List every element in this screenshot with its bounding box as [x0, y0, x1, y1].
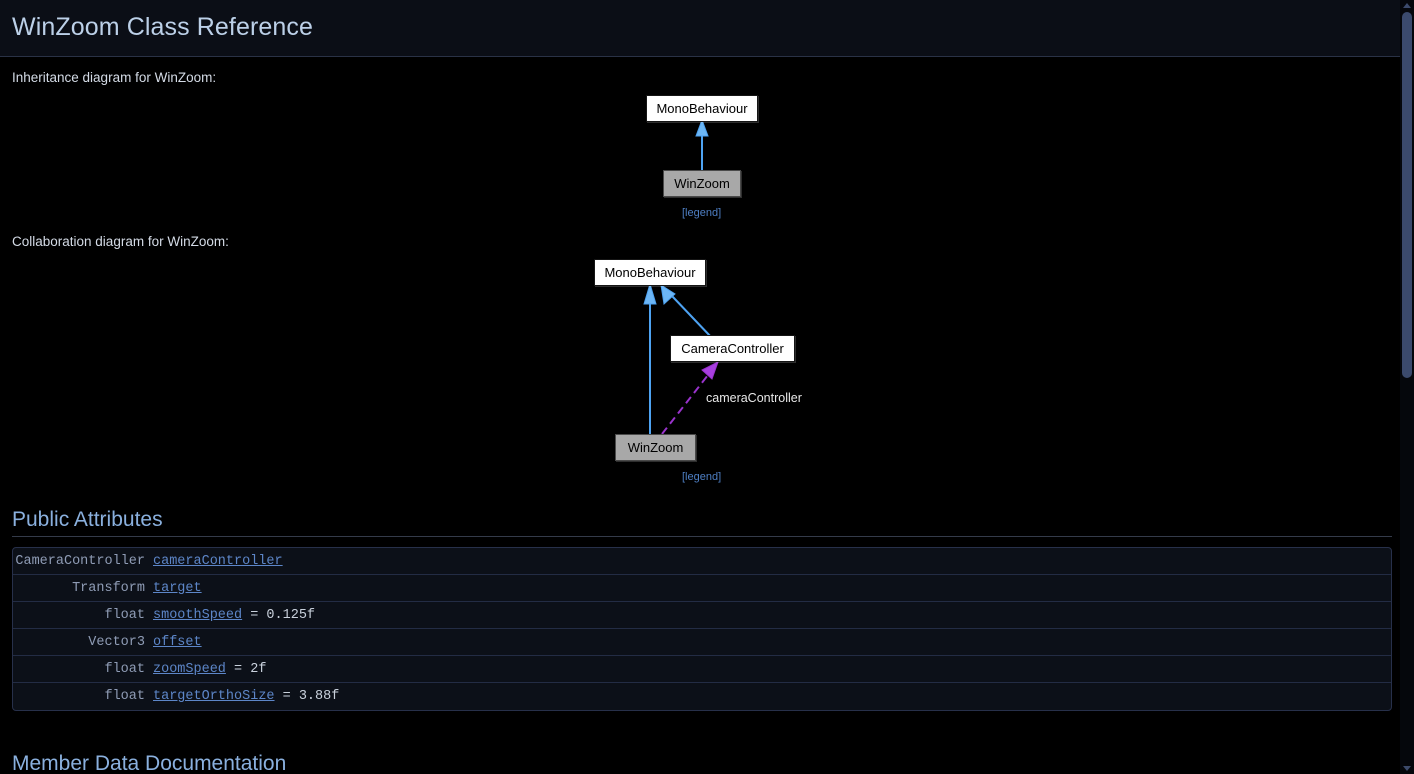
- node-label: MonoBehaviour: [656, 101, 748, 116]
- attribute-name[interactable]: zoomSpeed: [153, 661, 226, 677]
- table-row[interactable]: float zoomSpeed = 2f: [13, 656, 1391, 683]
- attribute-type: float: [104, 661, 145, 677]
- page-title: WinZoom Class Reference: [12, 13, 314, 41]
- attribute-name[interactable]: smoothSpeed: [153, 607, 243, 623]
- node-label: CameraController: [681, 341, 784, 356]
- table-row[interactable]: float targetOrthoSize = 3.88f: [13, 683, 1391, 710]
- attribute-name[interactable]: target: [153, 580, 202, 596]
- vertical-scrollbar[interactable]: [1400, 0, 1414, 774]
- attribute-type: Vector3: [88, 634, 145, 650]
- collab-edge-cameracontroller-monobehaviour: [660, 283, 713, 339]
- member-data-documentation-heading: Member Data Documentation: [12, 752, 287, 774]
- attribute-type: CameraController: [15, 553, 145, 569]
- scroll-up-arrow-icon[interactable]: [1400, 0, 1414, 11]
- inheritance-node-monobehaviour[interactable]: MonoBehaviour: [646, 95, 758, 122]
- node-label: WinZoom: [627, 440, 684, 455]
- scroll-down-arrow-icon[interactable]: [1400, 763, 1414, 774]
- attribute-type: float: [104, 607, 145, 623]
- attribute-name[interactable]: targetOrthoSize: [153, 689, 275, 704]
- attribute-name[interactable]: offset: [153, 634, 202, 650]
- collaboration-intro-text: Collaboration diagram for WinZoom:: [12, 234, 229, 249]
- attribute-name[interactable]: cameraController: [153, 553, 283, 569]
- collab-edge-winzoom-cameracontroller-usage: [661, 360, 719, 435]
- collaboration-diagram-edges: [643, 282, 719, 435]
- inheritance-legend-link[interactable]: [legend]: [682, 207, 722, 219]
- attribute-type: Transform: [72, 580, 145, 596]
- collab-edge-label-cameracontroller: cameraController: [706, 391, 802, 405]
- table-row[interactable]: Vector3 offset: [13, 629, 1391, 656]
- collaboration-legend-link[interactable]: [legend]: [682, 471, 722, 483]
- table-row[interactable]: float smoothSpeed = 0.125f: [13, 602, 1391, 629]
- collab-node-monobehaviour[interactable]: MonoBehaviour: [594, 259, 706, 286]
- node-label: WinZoom: [674, 176, 730, 191]
- inheritance-edge-winzoom-monobehaviour: [695, 118, 709, 170]
- node-label: MonoBehaviour: [604, 265, 696, 280]
- attribute-value: = 3.88f: [274, 689, 340, 704]
- page-header: WinZoom Class Reference: [0, 0, 1400, 57]
- table-row[interactable]: Transform target: [13, 575, 1391, 602]
- inheritance-intro-text: Inheritance diagram for WinZoom:: [12, 70, 217, 85]
- table-row[interactable]: CameraController cameraController: [13, 548, 1391, 575]
- inheritance-node-winzoom[interactable]: WinZoom: [663, 170, 741, 197]
- attribute-type: float: [104, 689, 145, 704]
- scrollbar-thumb[interactable]: [1402, 12, 1412, 378]
- collab-node-winzoom[interactable]: WinZoom: [615, 434, 696, 461]
- public-attributes-heading: Public Attributes: [12, 508, 1392, 537]
- attribute-value: = 0.125f: [242, 607, 316, 623]
- collab-node-cameracontroller[interactable]: CameraController: [670, 335, 795, 362]
- inheritance-diagram-edges: [695, 118, 709, 170]
- attribute-value: = 2f: [225, 661, 267, 677]
- public-attributes-table: CameraController cameraController Transf…: [12, 547, 1392, 711]
- collab-edge-winzoom-monobehaviour: [643, 282, 657, 434]
- inheritance-diagram: MonoBehaviour WinZoom [legend]: [600, 88, 820, 228]
- collaboration-diagram: MonoBehaviour CameraController WinZoom c…: [560, 252, 860, 492]
